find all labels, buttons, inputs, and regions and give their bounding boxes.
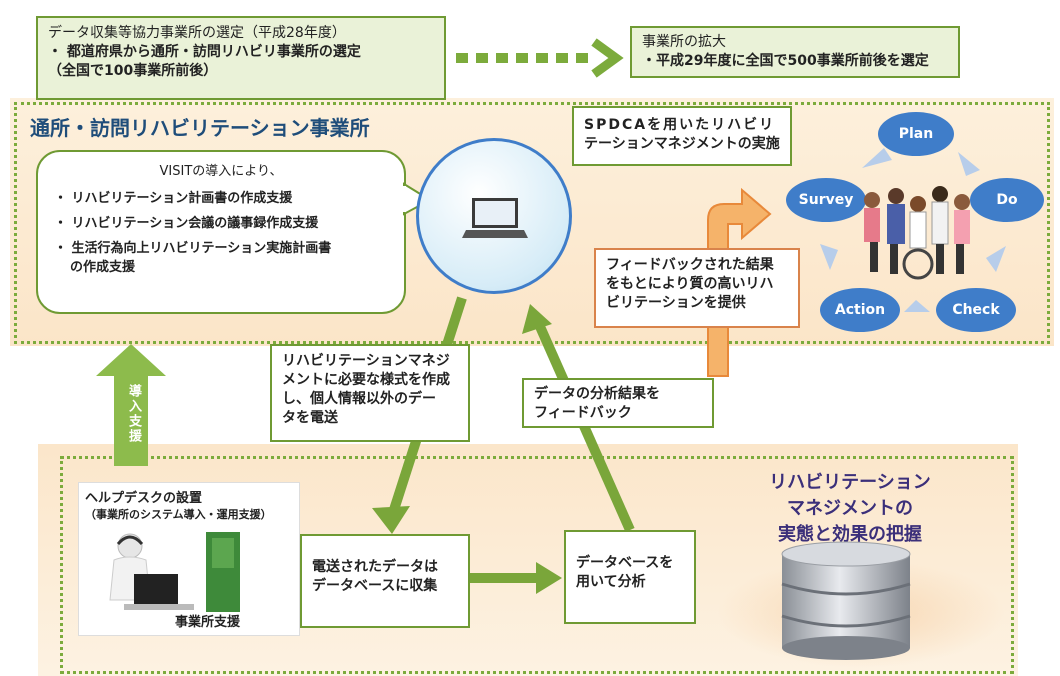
analysis-feedback-box: データの分析結果を フィードバック — [522, 378, 714, 428]
intro-support-label: 導入支援 — [126, 384, 141, 444]
selection-box: データ収集等協力事業所の選定（平成28年度） ・ 都道府県から通所・訪問リハビリ… — [36, 16, 446, 100]
analysis-feedback-line2: フィードバック — [534, 405, 632, 421]
analyze-line1: データベースを — [576, 555, 674, 571]
pdca-survey: Survey — [786, 178, 866, 222]
selection-line1: ・ 都道府県から通所・訪問リハビリ事業所の選定 — [48, 44, 361, 60]
care-team-illustration — [864, 186, 970, 280]
helpdesk-panel: ヘルプデスクの設置 （事業所のシステム導入・運用支援） 事業所支援 — [78, 482, 300, 636]
goal-line2: マネジメントの — [787, 498, 913, 519]
expansion-line1: ・平成29年度に全国で500事業所前後を選定 — [642, 53, 929, 69]
database-dotted-frame — [60, 456, 1014, 674]
expansion-box: 事業所の拡大 ・平成29年度に全国で500事業所前後を選定 — [630, 26, 960, 78]
helpdesk-subtitle: （事業所のシステム導入・運用支援） — [85, 508, 272, 521]
helpdesk-caption: 事業所支援 — [175, 615, 241, 630]
pdca-do: Do — [970, 178, 1044, 222]
feedback-result-line2: をもとにより質の高いリハ — [606, 276, 774, 292]
collect-line1: 電送されたデータは — [312, 559, 438, 575]
pdca-plan: Plan — [878, 112, 954, 156]
collect-box: 電送されたデータは データベースに収集 — [300, 534, 470, 628]
pdca-action: Action — [820, 288, 900, 332]
send-line3: し、個人情報以外のデー — [282, 391, 436, 407]
spdca-line2: テーションマネジメントの実施 — [584, 136, 780, 152]
selection-line2: （全国で100事業所前後） — [48, 63, 218, 79]
pdca-arrows — [820, 148, 1006, 312]
goal-line3: 実態と効果の把握 — [778, 524, 922, 545]
send-line2: メントに必要な様式を作成 — [282, 372, 450, 388]
visit-item-1: ・ リハビリテーション計画書の作成支援 — [54, 191, 293, 206]
send-data-box: リハビリテーションマネジ メントに必要な様式を作成 し、個人情報以外のデー タを… — [270, 344, 470, 442]
visit-bubble: VISITの導入により、 ・ リハビリテーション計画書の作成支援 ・ リハビリテ… — [36, 150, 406, 314]
expansion-title: 事業所の拡大 — [642, 34, 726, 50]
feedback-orange-arrow — [707, 187, 772, 377]
visit-item-3-text: 生活行為向上リハビリテーション実施計画書 — [71, 241, 332, 256]
visit-item-1-text: リハビリテーション計画書の作成支援 — [71, 191, 293, 206]
send-line1: リハビリテーションマネジ — [282, 353, 450, 369]
helpdesk-title: ヘルプデスクの設置 — [85, 491, 203, 506]
feedback-result-line1: フィードバックされた結果 — [606, 257, 774, 273]
collect-line2: データベースに収集 — [312, 578, 438, 594]
goal-text: リハビリテーション マネジメントの 実態と効果の把握 — [740, 470, 960, 548]
helpdesk-illustration — [109, 532, 240, 612]
visit-item-3-cont: の作成支援 — [70, 260, 136, 275]
analyze-box: データベースを 用いて分析 — [564, 530, 696, 624]
visit-heading: VISITの導入により、 — [159, 164, 283, 179]
analysis-feedback-line1: データの分析結果を — [534, 386, 660, 402]
pdca-check: Check — [936, 288, 1016, 332]
selection-title: データ収集等協力事業所の選定（平成28年度） — [48, 25, 346, 41]
feedback-result-line3: ビリテーションを提供 — [606, 295, 746, 311]
facility-title: 通所・訪問リハビリテーション事業所 — [30, 116, 370, 140]
visit-item-2: ・ リハビリテーション会議の議事録作成支援 — [54, 216, 319, 231]
database-icon — [781, 541, 911, 660]
facility-dotted-frame — [14, 102, 1050, 344]
visit-item-3: ・ 生活行為向上リハビリテーション実施計画書 — [54, 241, 332, 256]
spdca-line1: SPDCAを用いたリハビリ — [584, 117, 776, 133]
visit-item-2-text: リハビリテーション会議の議事録作成支援 — [71, 216, 319, 231]
expansion-arrow — [456, 38, 624, 78]
laptop-icon — [462, 198, 528, 238]
goal-line1: リハビリテーション — [769, 472, 931, 493]
feedback-result-box: フィードバックされた結果 をもとにより質の高いリハ ビリテーションを提供 — [594, 248, 800, 328]
analyze-line2: 用いて分析 — [576, 574, 646, 590]
intro-support-arrow — [96, 344, 166, 466]
spdca-box: SPDCAを用いたリハビリ テーションマネジメントの実施 — [572, 106, 792, 166]
send-line4: タを電送 — [282, 410, 338, 426]
